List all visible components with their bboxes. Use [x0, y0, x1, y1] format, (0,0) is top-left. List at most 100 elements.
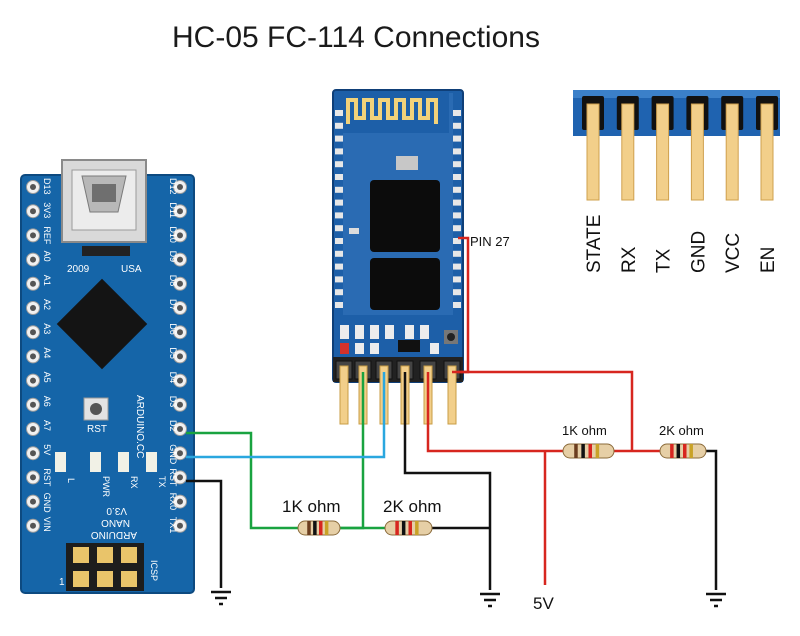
- bt-pad: [453, 250, 461, 257]
- crystal: [396, 156, 418, 170]
- nano-pin-left-ref: REF: [26, 226, 52, 245]
- nano-pin-left-d13: D13: [26, 178, 52, 195]
- nano-pin-label: D7: [168, 299, 178, 311]
- nano-pin-label: A3: [42, 323, 52, 334]
- reset-button: [83, 397, 109, 421]
- nano-pin-right-d4: D4: [168, 372, 187, 388]
- green-wire-d3: [186, 431, 298, 530]
- nano-pin-label: D5: [168, 347, 178, 359]
- nano-pin-right-gnd: GND: [168, 444, 187, 465]
- resistor-r4: [659, 443, 707, 459]
- bt-left-pads: [335, 110, 343, 308]
- bt-pad: [335, 122, 343, 129]
- nano-leds: [55, 452, 157, 472]
- supply-5v-label: 5V: [533, 594, 554, 613]
- nano-pin-label: D11: [168, 202, 178, 218]
- nano-pin-right-d12: D12: [168, 178, 187, 195]
- bt-pad: [335, 276, 343, 283]
- nano-pin-right-d7: D7: [168, 299, 187, 315]
- site-label: ARDUINO.CC: [134, 395, 145, 458]
- header-pin-label: VCC: [723, 233, 744, 273]
- hc05-pin-state: [335, 360, 353, 425]
- page-title: HC-05 FC-114 Connections: [172, 21, 540, 54]
- bt-pad: [335, 212, 343, 219]
- header-pin-gnd: GND: [686, 96, 709, 273]
- nano-pin-right-rst: RST: [168, 468, 187, 487]
- icsp-header: [66, 543, 144, 591]
- nano-pin-label: RST: [168, 468, 178, 487]
- usb-chip: [82, 246, 130, 256]
- hc05-pin-en: [443, 360, 461, 425]
- bt-pad: [453, 161, 461, 168]
- header-pin-label: TX: [654, 248, 675, 273]
- bt-pad: [335, 148, 343, 155]
- ground-symbol: [211, 590, 231, 606]
- bt-pad: [335, 110, 343, 116]
- nano-pin-left-rst: RST: [26, 468, 52, 487]
- nano-pin-label: 3V3: [42, 202, 52, 218]
- bt-pad: [453, 212, 461, 219]
- resistor-r2: [384, 520, 433, 536]
- nano-pin-label: GND: [42, 493, 52, 513]
- led-label-tx: TX: [157, 476, 167, 488]
- header-pin-label: EN: [758, 247, 779, 273]
- nano-pin-left-a5: A5: [26, 372, 52, 388]
- bt-pad: [453, 122, 461, 129]
- antenna-trace: [346, 98, 438, 124]
- icsp-pin1-label: 1: [59, 577, 65, 588]
- reset-label: RST: [87, 424, 107, 435]
- bt-pad: [335, 135, 343, 142]
- resistor-r3: [562, 443, 615, 459]
- bt-pad: [335, 225, 343, 232]
- bt-pad: [453, 263, 461, 270]
- black-wire-nano-gnd: [186, 479, 223, 588]
- nano-pin-label: D13: [42, 178, 52, 195]
- icsp-label: ICSP: [149, 560, 159, 581]
- nano-pin-label: 5V: [42, 444, 52, 455]
- resistor-label-r4: 2K ohm: [659, 423, 704, 438]
- nano-pin-right-tx1: TX1: [168, 517, 187, 534]
- nano-pin-left-a3: A3: [26, 323, 52, 340]
- header-pin-label: STATE: [584, 215, 605, 273]
- nano-pin-left-a6: A6: [26, 396, 52, 412]
- header-pin-en: EN: [756, 96, 779, 273]
- nano-pin-right-d11: D11: [168, 202, 187, 219]
- nano-pin-label: A4: [42, 347, 52, 358]
- bt-pad: [453, 135, 461, 142]
- bt-pad: [335, 238, 343, 244]
- black-wire-bt-gnd: [403, 372, 492, 590]
- nano-pin-label: RST: [42, 468, 52, 487]
- nano-pin-label: D9: [168, 251, 178, 263]
- bt-pad: [453, 148, 461, 155]
- nano-name-line-1: ARDUINO: [91, 529, 137, 540]
- resistor-label-r3: 1K ohm: [562, 423, 607, 438]
- header-pin-label: GND: [688, 231, 709, 273]
- nano-pin-label: D8: [168, 275, 178, 287]
- nano-pin-left-3v3: 3V3: [26, 202, 52, 218]
- ground-symbol: [706, 592, 726, 608]
- smd-components: [340, 325, 458, 354]
- header-pin-state: STATE: [582, 96, 605, 273]
- bt-right-pads: [453, 110, 461, 308]
- resistor-r1: [297, 520, 341, 536]
- atmega-chip: [56, 278, 148, 370]
- nano-pin-left-a4: A4: [26, 347, 52, 364]
- nano-pin-label: A6: [42, 396, 52, 407]
- nano-pin-label: TX1: [168, 517, 178, 534]
- bt-pad: [453, 186, 461, 193]
- bt-pad: [335, 263, 343, 270]
- mini-usb-connector: [61, 159, 147, 243]
- blue-wire-d2: [186, 418, 386, 459]
- red-wire-state: [452, 370, 634, 451]
- bt-pad: [335, 289, 343, 296]
- nano-pin-right-d9: D9: [168, 251, 187, 267]
- bt-pad: [453, 110, 461, 116]
- nano-pin-label: RX0: [168, 493, 178, 511]
- header-pin-tx: TX: [651, 96, 675, 273]
- nano-pin-label: A2: [42, 299, 52, 310]
- bt-pad: [453, 225, 461, 232]
